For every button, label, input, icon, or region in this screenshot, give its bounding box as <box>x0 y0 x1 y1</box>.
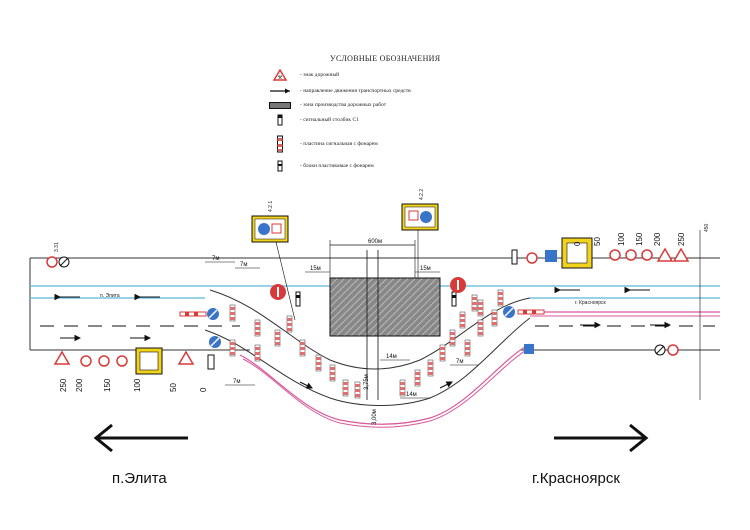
legend-item-label: - блоки пластиковые с фонарем <box>300 163 374 169</box>
city-label-right: г.Красноярск <box>532 470 620 487</box>
distance-label: 100 <box>617 232 626 246</box>
barrier <box>179 309 545 317</box>
dimension-7: 7м <box>240 262 247 268</box>
distance-label: 100 <box>133 378 142 392</box>
legend-item: - блоки пластиковые с фонарем <box>268 159 374 173</box>
signal-plate-lamp-icon <box>342 379 349 397</box>
signal-plate-lamp-icon <box>477 319 484 337</box>
direction-arrow-icon <box>268 88 292 94</box>
signal-plate-lamp-icon <box>354 381 361 399</box>
legend-title: УСЛОВНЫЕ ОБОЗНАЧЕНИЯ <box>330 54 441 63</box>
signal-plate-lamp-icon <box>427 359 434 377</box>
detour-sign-left <box>251 215 289 243</box>
signal-plate-lamp-icon <box>497 289 504 307</box>
distance-label: 0 <box>573 241 582 246</box>
plastic-block-lamp-icon <box>268 160 292 172</box>
distance-label: 150 <box>635 232 644 246</box>
legend-item-label: - зона производства дорожных работ <box>300 102 387 108</box>
left-distance-labels: 250 200 150 100 50 0 <box>59 378 208 392</box>
signal-plate-lamp-icon <box>229 339 236 357</box>
legend-item-label: - сигнальный столбик С1 <box>300 117 359 123</box>
distance-label: 250 <box>59 378 68 392</box>
signal-plate-lamp-icon <box>471 294 478 312</box>
info-sign-right <box>450 277 466 293</box>
distance-label: 150 <box>103 378 112 392</box>
right-distance-labels: 0 50 100 150 200 250 <box>573 232 686 246</box>
signal-plate-lamp-icon <box>459 311 466 329</box>
signal-plate-lamp-icon <box>414 369 421 387</box>
legend-item: ⚒ - знак дорожный <box>268 68 339 82</box>
signal-plate-lamp-icon <box>477 299 484 317</box>
signal-plate-lamp-icon <box>299 339 306 357</box>
sign-code: 4.2.1 <box>268 201 274 212</box>
legend-item: - зона производства дорожных работ <box>268 98 386 112</box>
direction-arrows-west <box>54 286 650 301</box>
sign-code: 3.31 <box>54 242 60 252</box>
legend-item: - сигнальный столбик С1 <box>268 113 359 127</box>
hatched-zone-icon <box>268 101 292 109</box>
signal-plate-lamp-icon <box>491 309 498 327</box>
legend-item-label: - знак дорожный <box>300 72 340 78</box>
legend-item: - пластина сигнальная с фонарем <box>268 134 378 154</box>
direction-arrows-east <box>60 321 672 389</box>
keep-direction-signs <box>207 306 534 354</box>
right-bottom-signs <box>654 344 679 356</box>
roadworks-sign-icon: ⚒ <box>268 69 292 81</box>
signal-plate-lamp-icon <box>439 344 446 362</box>
signal-plates <box>229 289 504 399</box>
lane-width: 3,75м <box>364 374 370 390</box>
distance-label: 200 <box>653 232 662 246</box>
dimension-7: 7м <box>233 379 240 385</box>
distance-label: 450 <box>704 223 710 232</box>
signal-posts <box>295 291 457 307</box>
legend-item-label: - направление движения транспортных сред… <box>300 88 411 94</box>
signal-plate-lamp-icon <box>399 379 406 397</box>
distance-label: 200 <box>75 378 84 392</box>
signal-plate-lamp-icon <box>274 329 281 347</box>
lane-direction-label: г. Красноярск <box>575 300 606 306</box>
signal-plate-lamp-icon <box>268 135 292 153</box>
sign-code: 4.2.2 <box>419 189 425 200</box>
left-sign-cluster <box>53 347 215 375</box>
dimension-7: 7м <box>212 256 219 262</box>
distance-label: 50 <box>169 383 178 392</box>
signal-plate-lamp-icon <box>229 304 236 322</box>
work-zone <box>329 277 441 337</box>
big-arrow-right <box>554 423 649 453</box>
distance-label: 50 <box>593 237 602 246</box>
signal-plate-lamp-icon <box>464 339 471 357</box>
big-arrow-left <box>93 423 188 453</box>
info-sign-left <box>270 284 286 300</box>
legend-item-label: - пластина сигнальная с фонарем <box>300 141 378 147</box>
right-sign-cluster <box>511 237 690 269</box>
lane-width: 3,00м <box>372 409 378 425</box>
lane-direction-label: п. Элита <box>100 293 120 299</box>
left-top-signs <box>46 256 70 268</box>
signal-plate-lamp-icon <box>449 329 456 347</box>
signal-post-icon <box>268 114 292 126</box>
detour-sign-right <box>401 203 439 231</box>
dimension-7: 7м <box>456 359 463 365</box>
dimension-15-left: 15м <box>310 266 321 272</box>
distance-label: 250 <box>677 232 686 246</box>
dimension-14: 14м <box>406 392 417 398</box>
signal-plate-lamp-icon <box>329 364 336 382</box>
distance-label: 0 <box>199 387 208 392</box>
signal-plate-lamp-icon <box>254 344 261 362</box>
signal-plate-lamp-icon <box>254 319 261 337</box>
dimension-600: 600м <box>368 239 382 245</box>
city-label-left: п.Элита <box>112 470 167 487</box>
signal-plate-lamp-icon <box>286 315 293 333</box>
signal-plate-lamp-icon <box>315 354 322 372</box>
svg-text:⚒: ⚒ <box>278 75 283 81</box>
dimension-14: 14м <box>386 354 397 360</box>
legend-item: - направление движения транспортных сред… <box>268 84 411 98</box>
dimension-15-right: 15м <box>420 266 431 272</box>
